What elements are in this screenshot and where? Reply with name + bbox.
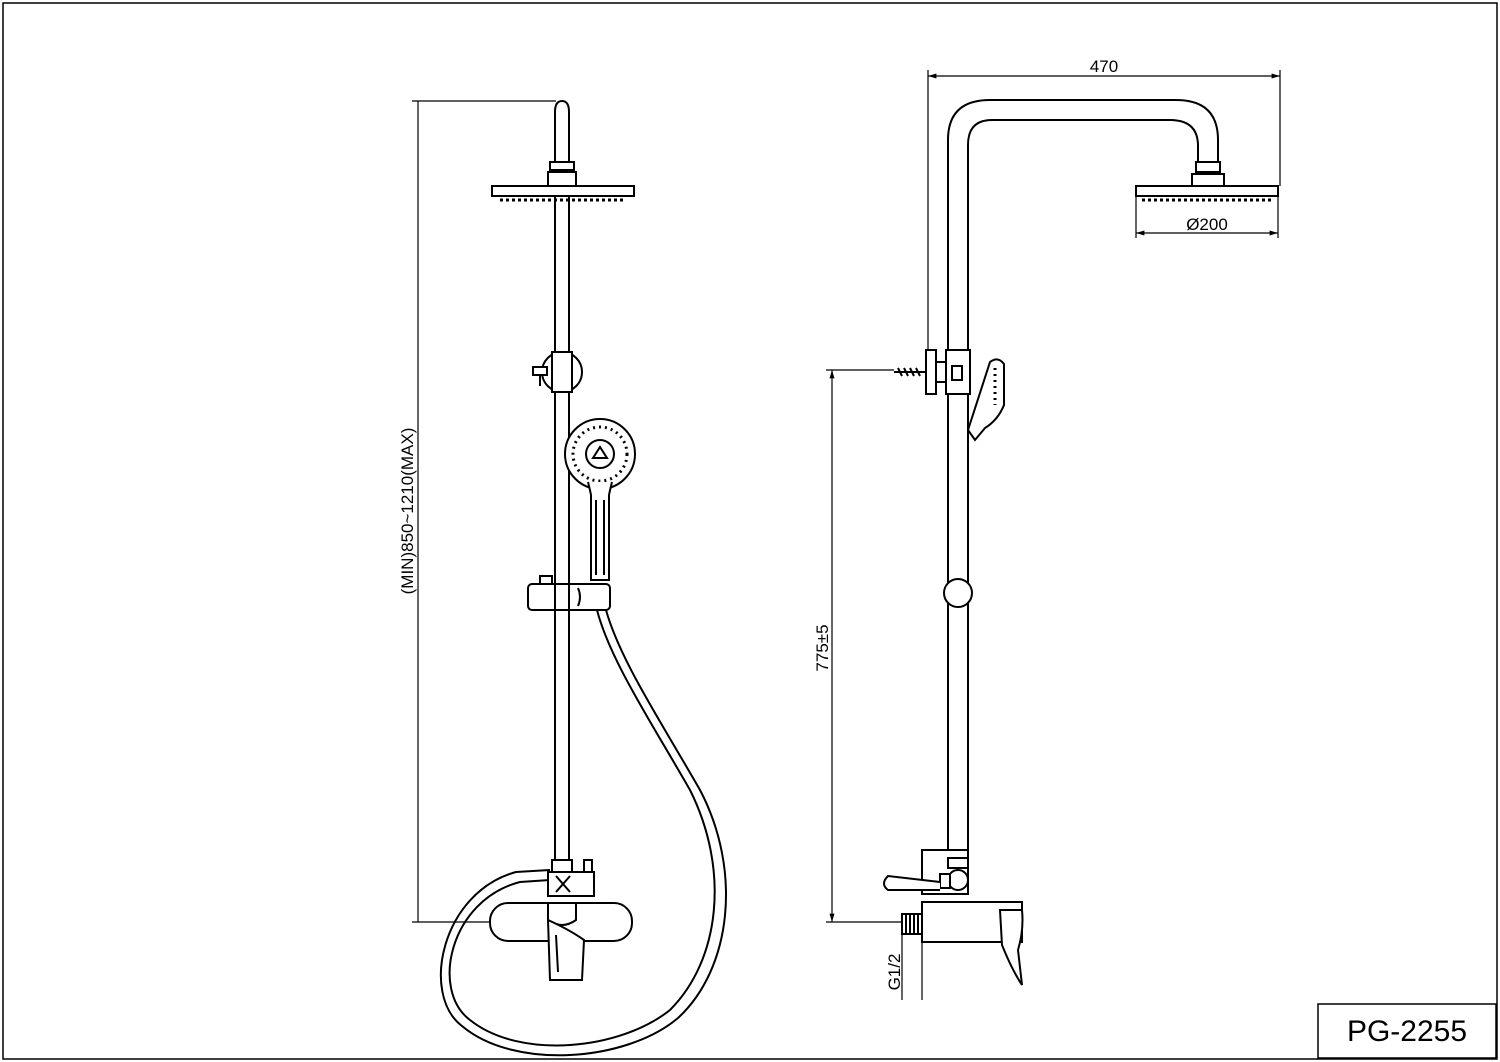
- side-diverter-nut: [947, 857, 969, 869]
- front-head-connector: [549, 161, 575, 171]
- side-head-connector: [1191, 173, 1225, 187]
- front-hand-shower-ring: [585, 439, 615, 469]
- front-hand-shower-outer: [564, 418, 636, 490]
- side-inlet-thread: [905, 914, 919, 934]
- side-dimensions: [826, 70, 1281, 1000]
- model-box: [1317, 1003, 1497, 1059]
- front-hand-shower-handle: [587, 481, 613, 581]
- side-bracket-link: [936, 361, 946, 383]
- front-diverter-body: [547, 871, 595, 897]
- side-bracket-knob: [951, 365, 963, 381]
- front-slide-holder-knob: [539, 575, 553, 584]
- side-hand-shower: [966, 358, 1005, 442]
- side-slide-holder: [943, 578, 973, 608]
- front-handle-inner: [595, 500, 605, 575]
- front-hose-inner: [440, 609, 727, 1057]
- side-arm-outer: [947, 99, 1219, 350]
- inlet-thread-label: G1/2: [885, 954, 904, 991]
- arm-length-label: 470: [1090, 57, 1118, 76]
- outlet-height-label: 775±5: [813, 624, 832, 671]
- side-diverter-grip: [939, 873, 951, 889]
- side-head-nut: [1195, 161, 1221, 173]
- side-mixer-lever: [998, 909, 1024, 986]
- side-view: [883, 99, 1279, 986]
- front-hose-outer: [448, 609, 716, 1047]
- front-diverter-knob: [583, 859, 593, 872]
- front-hand-shower-center: [591, 445, 609, 459]
- front-view: [440, 99, 727, 1057]
- front-head-nut: [547, 171, 577, 187]
- model-number: PG-2255: [1347, 1015, 1467, 1048]
- front-bracket-clamp: [551, 351, 573, 393]
- side-shower-head: [1135, 185, 1279, 197]
- height-range-label: (MIN)850~1210(MAX): [398, 428, 417, 595]
- head-diameter-label: Ø200: [1186, 215, 1228, 234]
- front-slide-holder-lines: [554, 584, 581, 610]
- front-mixer-lever-line: [555, 934, 559, 973]
- front-diverter-mark: [555, 875, 571, 893]
- front-diverter-nut: [551, 859, 573, 873]
- side-arm-inner: [967, 119, 1199, 350]
- side-wall-plate: [925, 349, 937, 395]
- height-dimension: [412, 100, 556, 923]
- front-shower-head: [491, 185, 635, 197]
- side-diverter-lever: [883, 874, 941, 891]
- front-bracket-screw: [532, 366, 548, 376]
- side-wall-screw: [894, 367, 926, 377]
- front-hand-shower-spray: [571, 425, 629, 483]
- front-top-arm: [554, 99, 570, 165]
